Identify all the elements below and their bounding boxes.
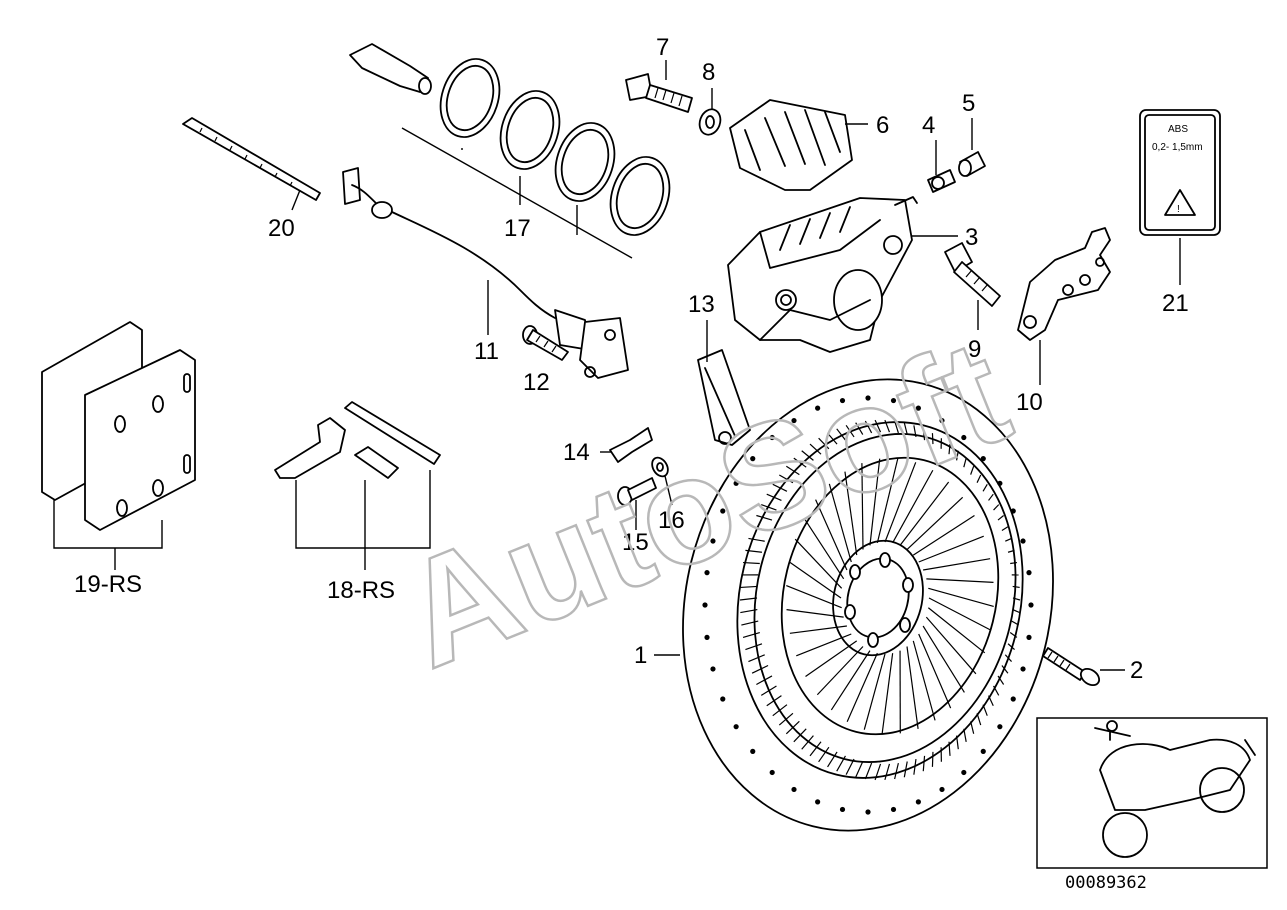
callout-1: 1 <box>634 642 647 669</box>
callouts: 1 2 3 4 5 6 7 8 9 10 11 12 13 14 15 16 1… <box>74 34 1189 684</box>
svg-text:!: ! <box>1177 204 1180 215</box>
abs-sensor <box>342 167 629 379</box>
label-brand: ABS <box>1168 124 1188 135</box>
callout-8: 8 <box>702 59 715 86</box>
callout-2: 2 <box>1130 657 1143 684</box>
callout-20: 20 <box>268 215 295 242</box>
brake-caliper <box>727 196 918 353</box>
pad-cover <box>729 99 853 191</box>
callout-19: 19-RS <box>74 571 142 598</box>
pad-pins <box>274 401 441 479</box>
callout-15: 15 <box>622 529 649 556</box>
bleeder-valve <box>927 169 956 193</box>
grease-tube <box>349 43 432 95</box>
seal-rings <box>439 58 671 236</box>
brake-disc <box>682 378 1054 832</box>
leader-lines <box>53 60 1181 671</box>
hex-bolt <box>944 242 1001 307</box>
hub-bolt-holes <box>844 552 914 648</box>
sensor-screw <box>522 325 569 361</box>
callout-18: 18-RS <box>327 577 395 604</box>
callout-16: 16 <box>658 507 685 534</box>
motorcycle-inset <box>1036 717 1268 869</box>
brake-pads <box>41 321 196 531</box>
sensor-bracket <box>1017 227 1111 341</box>
bleeder-cap <box>958 151 986 177</box>
callout-5: 5 <box>962 90 975 117</box>
callout-3: 3 <box>965 224 978 251</box>
callout-9: 9 <box>968 336 981 363</box>
label-gap: 0,2- 1,5mm <box>1152 142 1203 153</box>
disc-screw <box>1042 647 1101 687</box>
callout-13: 13 <box>688 291 715 318</box>
washer <box>698 108 722 136</box>
callout-10: 10 <box>1016 389 1043 416</box>
callout-12: 12 <box>523 369 550 396</box>
reference-number: 00089362 <box>1065 873 1147 893</box>
callout-14: 14 <box>563 439 590 466</box>
callout-11: 11 <box>474 338 499 365</box>
callout-4: 4 <box>922 112 935 139</box>
disc-teeth <box>739 419 1021 781</box>
countersunk-screw <box>609 427 653 463</box>
small-washer <box>651 456 669 478</box>
caliper-bolt <box>625 73 693 113</box>
disc-holes <box>702 395 1034 815</box>
callout-21: 21 <box>1162 290 1189 317</box>
small-screw <box>617 477 657 506</box>
holder-plate <box>697 349 751 446</box>
abs-warning-label: ABS 0,2- 1,5mm ! <box>1139 109 1221 236</box>
callout-6: 6 <box>876 112 889 139</box>
callout-17: 17 <box>504 215 531 242</box>
cable-tie <box>182 117 321 201</box>
disc-spokes <box>786 458 994 734</box>
callout-7: 7 <box>656 34 669 61</box>
